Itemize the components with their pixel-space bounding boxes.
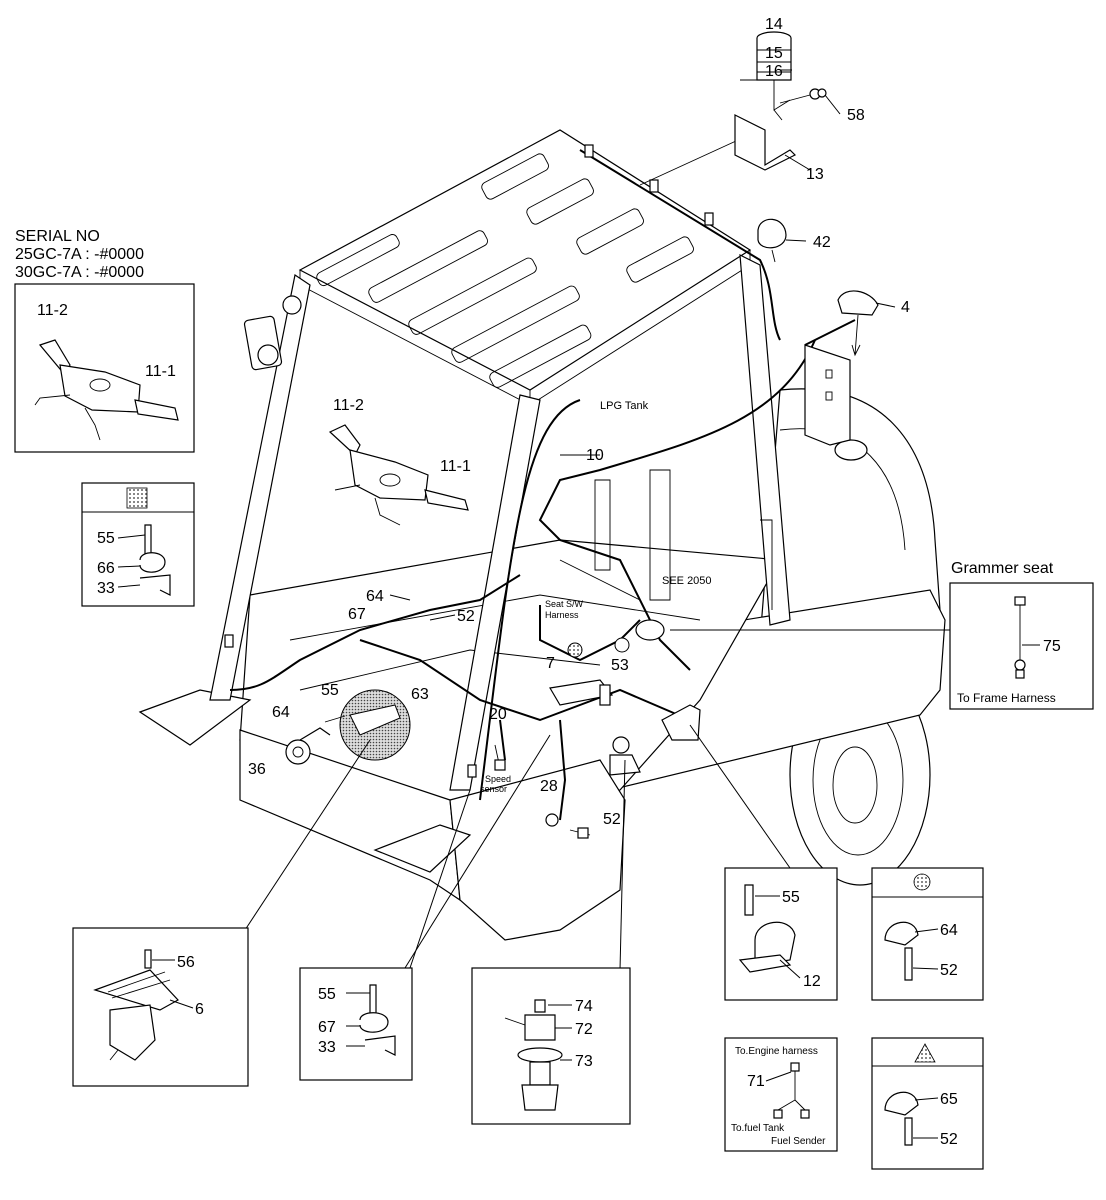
serial-line2: 30GC-7A : -#0000 <box>15 264 144 281</box>
fuel-sender-label: Fuel Sender <box>771 1136 826 1147</box>
overhead-guard <box>298 129 752 391</box>
callout-65: 65 <box>940 1091 958 1108</box>
left-pillar <box>209 274 311 701</box>
callout-67-a: 67 <box>348 606 366 623</box>
to-frame-label: To Frame Harness <box>957 691 1056 705</box>
callout-4: 4 <box>901 299 910 316</box>
relay-block <box>549 679 701 776</box>
seat-harness-label: Harness <box>545 610 579 620</box>
callout-36: 36 <box>248 761 266 778</box>
callout-64-b: 64 <box>272 704 290 721</box>
callout-28: 28 <box>540 778 558 795</box>
grammer-title: Grammer seat <box>951 560 1054 577</box>
callout-42: 42 <box>813 234 831 251</box>
callout-63: 63 <box>411 686 429 703</box>
callout-10: 10 <box>586 447 604 464</box>
forklift-body <box>138 129 946 941</box>
callout-53: 53 <box>611 657 629 674</box>
callout-55-c: 55 <box>318 986 336 1003</box>
wire-harness <box>224 129 856 821</box>
callout-11-1-box: 11-1 <box>145 363 176 380</box>
callout-55-d: 55 <box>782 889 800 906</box>
fuel-sender-box <box>471 967 631 1125</box>
front-plate <box>449 759 626 941</box>
callout-67-b: 67 <box>318 1019 336 1036</box>
callout-7: 7 <box>546 655 555 672</box>
callout-6: 6 <box>195 1001 204 1018</box>
callout-33-b: 33 <box>318 1039 336 1056</box>
callout-12: 12 <box>803 973 821 990</box>
mount-box-12 <box>724 867 838 1001</box>
callout-73: 73 <box>575 1053 593 1070</box>
callout-33-a: 33 <box>97 580 115 597</box>
accelerator-pedal-box <box>72 927 249 1087</box>
leader-lines <box>244 79 955 971</box>
labels: SERIAL NO 25GC-7A : -#0000 30GC-7A : -#0… <box>15 16 1061 1148</box>
callout-56: 56 <box>177 954 195 971</box>
callout-64-c: 64 <box>940 922 958 939</box>
horn-36 <box>285 715 346 765</box>
right-step <box>373 824 472 873</box>
callout-52-a: 52 <box>457 608 475 625</box>
fuel-harness-box <box>724 1037 838 1152</box>
callout-11-1: 11-1 <box>440 458 471 475</box>
clamp-box-circle <box>871 867 984 1001</box>
callout-55-a: 55 <box>97 530 115 547</box>
callout-52-d: 52 <box>940 1131 958 1148</box>
callout-16: 16 <box>765 63 783 80</box>
combination-switch <box>328 424 469 526</box>
callout-11-2-box: 11-2 <box>37 302 68 319</box>
dotted-circle-symbol <box>913 873 931 891</box>
callout-52-b: 52 <box>603 811 621 828</box>
callout-11-2: 11-2 <box>333 397 364 414</box>
sensor-28 <box>545 813 591 839</box>
speed-label: Speed <box>485 774 511 784</box>
roof-slots <box>316 153 694 388</box>
callout-72: 72 <box>575 1021 593 1038</box>
bolt-58 <box>779 88 827 104</box>
callout-66: 66 <box>97 560 115 577</box>
beacon-bracket <box>734 114 797 171</box>
left-step <box>138 689 252 746</box>
clamp-box-67 <box>299 967 413 1081</box>
engine-harness-label: To.Engine harness <box>735 1046 818 1057</box>
callout-55-b: 55 <box>321 682 339 699</box>
rear-lamp-4 <box>804 290 879 446</box>
sensor-label: sensor <box>480 784 507 794</box>
lpg-tank-label: LPG Tank <box>600 400 649 412</box>
seat-sw-label: Seat S/W <box>545 599 584 609</box>
serial-switch-box <box>14 283 195 453</box>
callout-58: 58 <box>847 107 865 124</box>
callout-52-c: 52 <box>940 962 958 979</box>
serial-line1: 25GC-7A : -#0000 <box>15 246 144 263</box>
right-pillar <box>739 253 791 626</box>
fuel-tank-label: To.fuel Tank <box>731 1123 785 1134</box>
speed-sensor <box>494 744 506 771</box>
dotted-square-symbol <box>126 487 148 509</box>
callout-20: 20 <box>489 706 507 723</box>
callout-75: 75 <box>1043 638 1061 655</box>
dotted-triangle-symbol <box>914 1043 936 1063</box>
callout-15: 15 <box>765 45 783 62</box>
callout-64-a: 64 <box>366 588 384 605</box>
see-2050-label: SEE 2050 <box>662 575 712 587</box>
callout-13: 13 <box>806 166 824 183</box>
callout-14: 14 <box>765 16 783 33</box>
work-lamp-42 <box>757 218 787 263</box>
callout-71: 71 <box>747 1073 765 1090</box>
clamp-box-triangle <box>871 1037 984 1170</box>
serial-title: SERIAL NO <box>15 228 100 245</box>
grammer-seat-box <box>949 582 1094 710</box>
callout-74: 74 <box>575 998 593 1015</box>
